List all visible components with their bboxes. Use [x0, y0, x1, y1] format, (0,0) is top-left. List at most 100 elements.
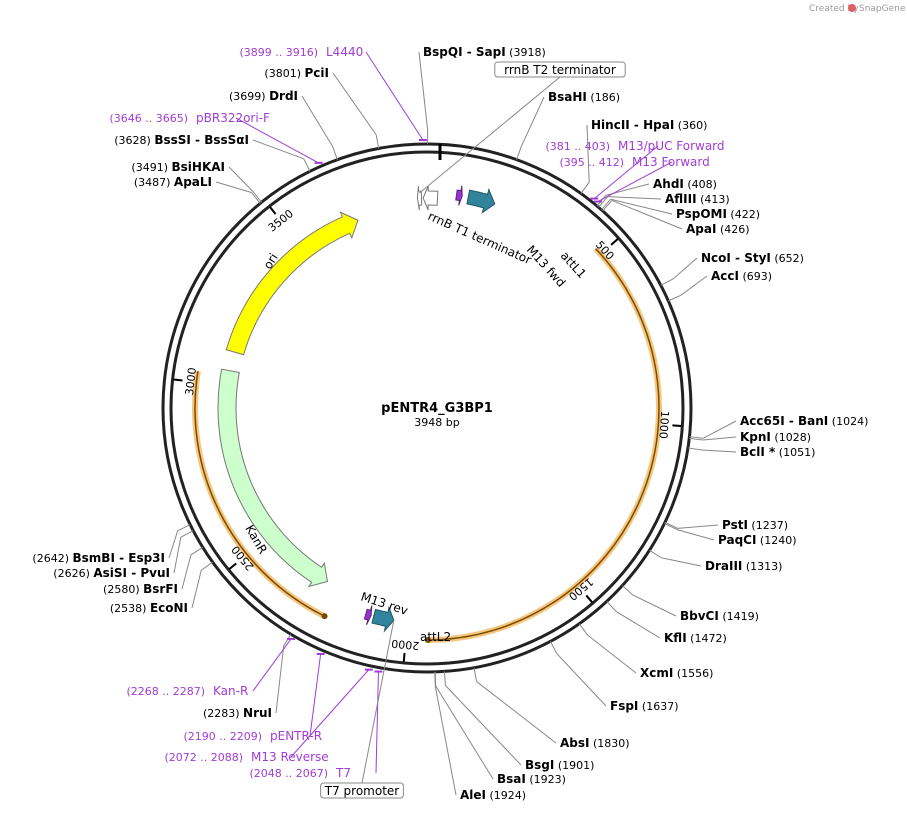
site-left-8[interactable]: (3699) DrdI: [229, 89, 338, 160]
site-label: PspOMI (422): [676, 207, 760, 221]
site-leader: [173, 537, 182, 574]
primer-6[interactable]: (2072 .. 2088)M13 Reverse: [164, 668, 373, 764]
site-label: KflI (1472): [664, 631, 727, 645]
site-left-0[interactable]: (2283) NruI: [203, 633, 292, 720]
feature-m13-fwd[interactable]: [455, 185, 463, 206]
site-label: (2538) EcoNI: [110, 601, 188, 615]
site-right-17[interactable]: AbsI (1830): [473, 667, 630, 750]
feature-rrnb-t1[interactable]: [422, 185, 439, 211]
site-left-6[interactable]: (3491) BsiHKAI: [131, 160, 262, 203]
site-label: (2283) NruI: [203, 706, 272, 720]
feature-ori[interactable]: [225, 211, 359, 356]
site-right-1[interactable]: AhdI (408): [596, 177, 717, 207]
tick-mark: [610, 238, 619, 246]
orf-arc: [194, 370, 325, 617]
site-right-5[interactable]: NcoI - StyI (652): [660, 251, 804, 286]
primer-5[interactable]: (2190 .. 2209)pENTR-R: [183, 652, 325, 743]
primer-name: pBR322ori-F: [196, 111, 270, 125]
primer-4[interactable]: (2268 .. 2287)Kan-R: [126, 637, 296, 698]
site-leader: [275, 646, 285, 714]
site-left-5[interactable]: (3487) ApaLI: [134, 175, 261, 204]
site-leader: [200, 561, 213, 571]
site-right-3[interactable]: PspOMI (422): [601, 198, 760, 221]
orf-arc: [427, 248, 660, 641]
site-left-2[interactable]: (2580) BsrFI: [103, 546, 204, 596]
feature-attl2[interactable]: [371, 605, 395, 633]
site-label: BbvCI (1419): [680, 609, 759, 623]
tick-mark: [585, 594, 593, 603]
site-label: (2642) BsmBI - Esp3I: [32, 551, 165, 565]
site-right-4[interactable]: ApaI (426): [602, 200, 750, 236]
orf-layer: [192, 246, 662, 643]
site-right-6[interactable]: AccI (693): [668, 269, 772, 302]
tick-label: 2000: [391, 637, 420, 653]
site-label: (3699) DrdI: [229, 89, 298, 103]
site-right-19[interactable]: BsaI (1923): [434, 671, 566, 786]
site-label: AhdI (408): [653, 177, 717, 191]
boxed-feature-leader: [361, 620, 395, 784]
site-left-4[interactable]: (2642) BsmBI - Esp3I: [32, 524, 191, 565]
feature-attl1[interactable]: [466, 188, 496, 214]
site-leader: [556, 653, 607, 707]
site-leader: [668, 294, 682, 302]
site-right-9[interactable]: BclI * (1051): [687, 445, 815, 459]
site-leader: [177, 524, 191, 532]
primer-leader: [365, 51, 424, 141]
site-right-20[interactable]: AleI (1924): [434, 671, 526, 802]
site-right-13[interactable]: BbvCI (1419): [622, 585, 759, 623]
site-leader: [610, 198, 673, 215]
site-leader: [473, 667, 478, 682]
site-leader: [228, 166, 254, 192]
site-right-0[interactable]: HincII - HpaI (360): [580, 118, 707, 194]
site-right-15[interactable]: XcmI (1556): [578, 623, 713, 680]
site-leader: [181, 554, 192, 590]
site-left-7[interactable]: (3628) BssSI - BssSαI: [114, 133, 311, 172]
site-leader: [303, 158, 311, 172]
primer-7[interactable]: (2048 .. 2067)T7: [249, 670, 383, 780]
site-right-2[interactable]: AflIII (413): [598, 192, 730, 208]
site-label: (2580) BsrFI: [103, 582, 178, 596]
site-label: AflIII (413): [665, 192, 730, 206]
feature-kanr[interactable]: [217, 368, 329, 588]
site-right-10[interactable]: PstI (1237): [664, 518, 788, 532]
primer-name: Kan-R: [213, 684, 248, 698]
site-label: ApaI (426): [686, 222, 750, 236]
primer-0[interactable]: (3899 .. 3916)L4440: [239, 45, 427, 142]
boxed-feature-1[interactable]: T7 promoter: [320, 620, 404, 799]
site-leader: [520, 96, 545, 147]
tick-mark: [228, 562, 237, 570]
site-leader: [283, 633, 292, 647]
site-leader: [190, 546, 204, 556]
site-left-1[interactable]: (2538) EcoNI: [110, 561, 213, 615]
site-right-12[interactable]: DraIII (1313): [649, 549, 782, 573]
site-leader: [611, 200, 683, 230]
primer-2[interactable]: (381 .. 403)M13/pUC Forward: [545, 139, 725, 200]
boxed-feature-label: rrnB T2 terminator: [504, 63, 616, 77]
primer-1[interactable]: (3646 .. 3665)pBR322ori-F: [109, 111, 323, 164]
tick-mark: [672, 424, 682, 428]
feature-layer: [217, 185, 496, 633]
feature-m13-rev[interactable]: [363, 605, 373, 625]
site-top-0[interactable]: BspQI - SapI (3918): [418, 45, 546, 145]
snapgene-logo: SnapGene: [848, 4, 906, 14]
site-top-1[interactable]: BsaHI (186): [516, 90, 620, 160]
site-right-8[interactable]: KpnI (1028): [689, 430, 811, 444]
primer-leader: [375, 671, 379, 774]
site-right-11[interactable]: PaqCI (1240): [664, 523, 797, 547]
site-right-18[interactable]: BsgI (1901): [443, 671, 594, 772]
primer-3[interactable]: (395 .. 412)M13 Forward: [559, 155, 710, 203]
site-right-7[interactable]: Acc65I - BanI (1024): [689, 414, 868, 439]
site-leader: [680, 275, 708, 296]
site-left-9[interactable]: (3801) PciI: [264, 66, 380, 149]
site-right-14[interactable]: KflI (1472): [606, 601, 727, 645]
site-right-16[interactable]: FspI (1637): [549, 641, 678, 713]
site-label: AleI (1924): [460, 788, 526, 802]
label-attl2: attL2: [420, 630, 451, 644]
feature-rrnb-t2[interactable]: [416, 186, 423, 211]
boxed-feature-0[interactable]: rrnB T2 terminator: [418, 61, 626, 194]
tick-label: 1000: [656, 410, 671, 439]
credit-text: Created by: [809, 4, 859, 14]
credit-brand: SnapGene: [859, 4, 906, 14]
site-layer: HincII - HpaI (360)AhdI (408)AflIII (413…: [32, 45, 868, 802]
site-left-3[interactable]: (2626) AsiSI - PvuI: [53, 530, 194, 580]
